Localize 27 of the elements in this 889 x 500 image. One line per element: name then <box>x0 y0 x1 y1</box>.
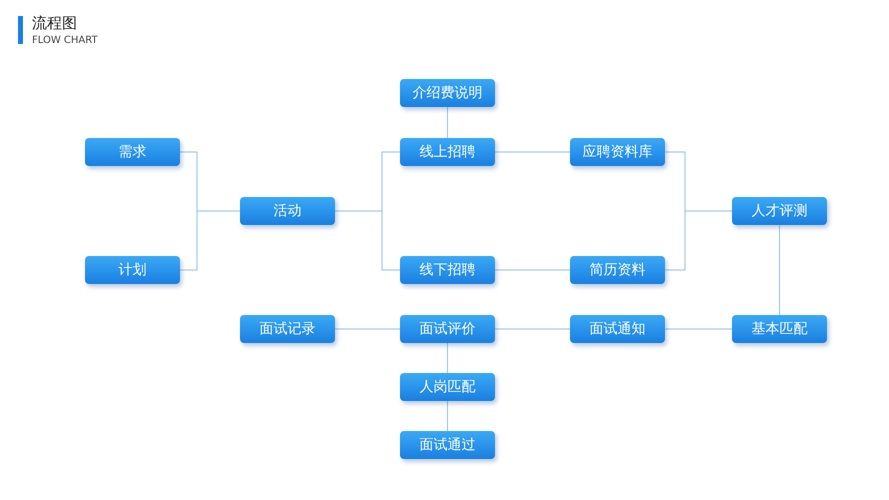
process-box: 面试记录 <box>240 315 335 343</box>
process-box: 应聘资料库 <box>570 138 665 166</box>
process-box: 基本匹配 <box>732 315 827 343</box>
title: 流程图 <box>32 14 77 33</box>
process-box: 线上招聘 <box>400 138 495 166</box>
process-box: 人岗匹配 <box>400 373 495 401</box>
connector-line <box>447 342 448 374</box>
subtitle: FLOW CHART <box>32 35 98 46</box>
connector-line <box>334 328 400 330</box>
process-box: 面试通知 <box>570 315 665 343</box>
process-box: 人才评测 <box>732 197 827 225</box>
connector-line <box>447 106 448 138</box>
connector-line <box>664 328 732 330</box>
process-box: 计划 <box>85 256 180 284</box>
connector-line <box>779 224 780 316</box>
connector-line <box>447 400 448 432</box>
connector-line <box>334 210 400 270</box>
process-box: 需求 <box>85 138 180 166</box>
connector-line <box>180 210 240 270</box>
process-box: 活动 <box>240 197 335 225</box>
connector-line <box>494 328 570 330</box>
process-box: 介绍费说明 <box>400 79 495 107</box>
process-box: 简历资料 <box>570 256 665 284</box>
process-box: 面试通过 <box>400 431 495 459</box>
process-box: 面试评价 <box>400 315 495 343</box>
connector-line <box>664 210 732 270</box>
process-box: 线下招聘 <box>400 256 495 284</box>
